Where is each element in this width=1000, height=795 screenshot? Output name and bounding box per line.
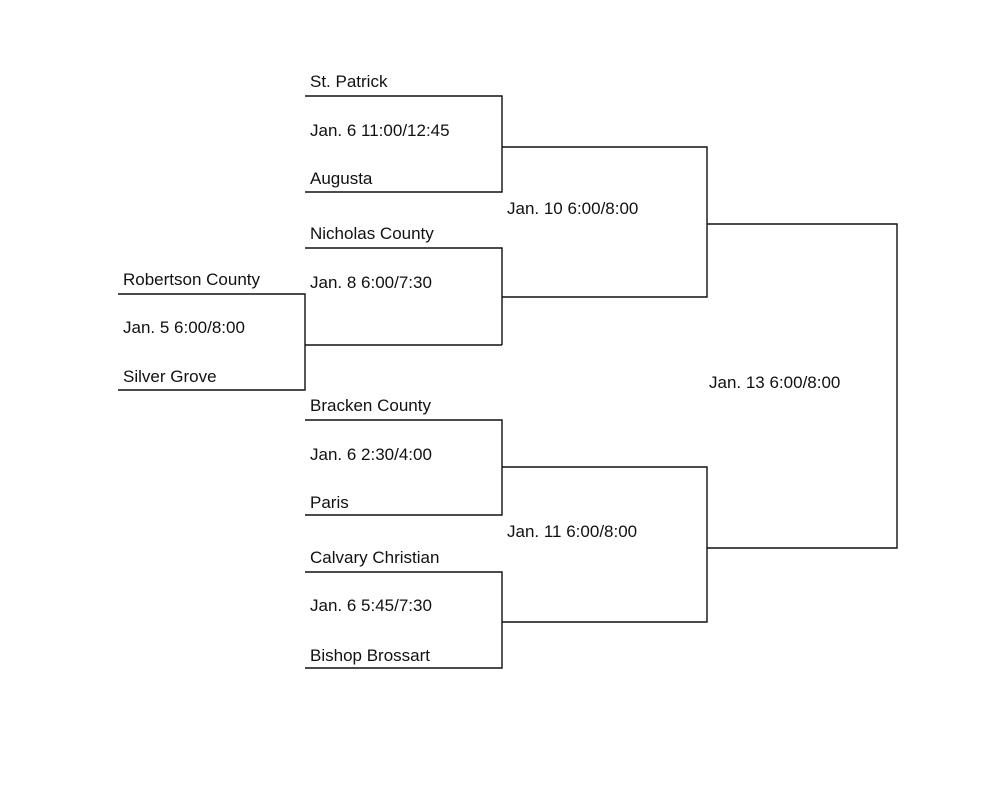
qf1-schedule: Jan. 6 11:00/12:45: [310, 121, 450, 140]
qf3-schedule: Jan. 6 2:30/4:00: [310, 445, 432, 464]
final-bracket-line: [707, 223, 898, 549]
team-silver-grove: Silver Grove: [123, 367, 217, 386]
team-robertson-county: Robertson County: [123, 270, 261, 289]
qf4-bracket-line: [305, 571, 503, 669]
qf4-schedule: Jan. 6 5:45/7:30: [310, 596, 432, 615]
sf2-schedule: Jan. 11 6:00/8:00: [507, 522, 638, 541]
team-nicholas-county: Nicholas County: [310, 224, 434, 243]
team-calvary-christian: Calvary Christian: [310, 548, 440, 567]
final-schedule: Jan. 13 6:00/8:00: [709, 373, 841, 392]
first-round-schedule: Jan. 5 6:00/8:00: [123, 318, 245, 337]
first-round-bracket-line: [118, 293, 306, 391]
qf2-bracket-line: [305, 247, 503, 345]
sf1-schedule: Jan. 10 6:00/8:00: [507, 199, 639, 218]
qf2-schedule: Jan. 8 6:00/7:30: [310, 273, 432, 292]
team-st-patrick: St. Patrick: [310, 72, 388, 91]
team-paris: Paris: [310, 493, 349, 512]
sf1-bracket-line: [502, 146, 708, 298]
team-augusta: Augusta: [310, 169, 373, 188]
qf1-bracket-line: [305, 95, 503, 193]
sf2-bracket-line: [502, 466, 708, 623]
team-bracken-county: Bracken County: [310, 396, 431, 415]
team-bishop-brossart: Bishop Brossart: [310, 646, 430, 665]
